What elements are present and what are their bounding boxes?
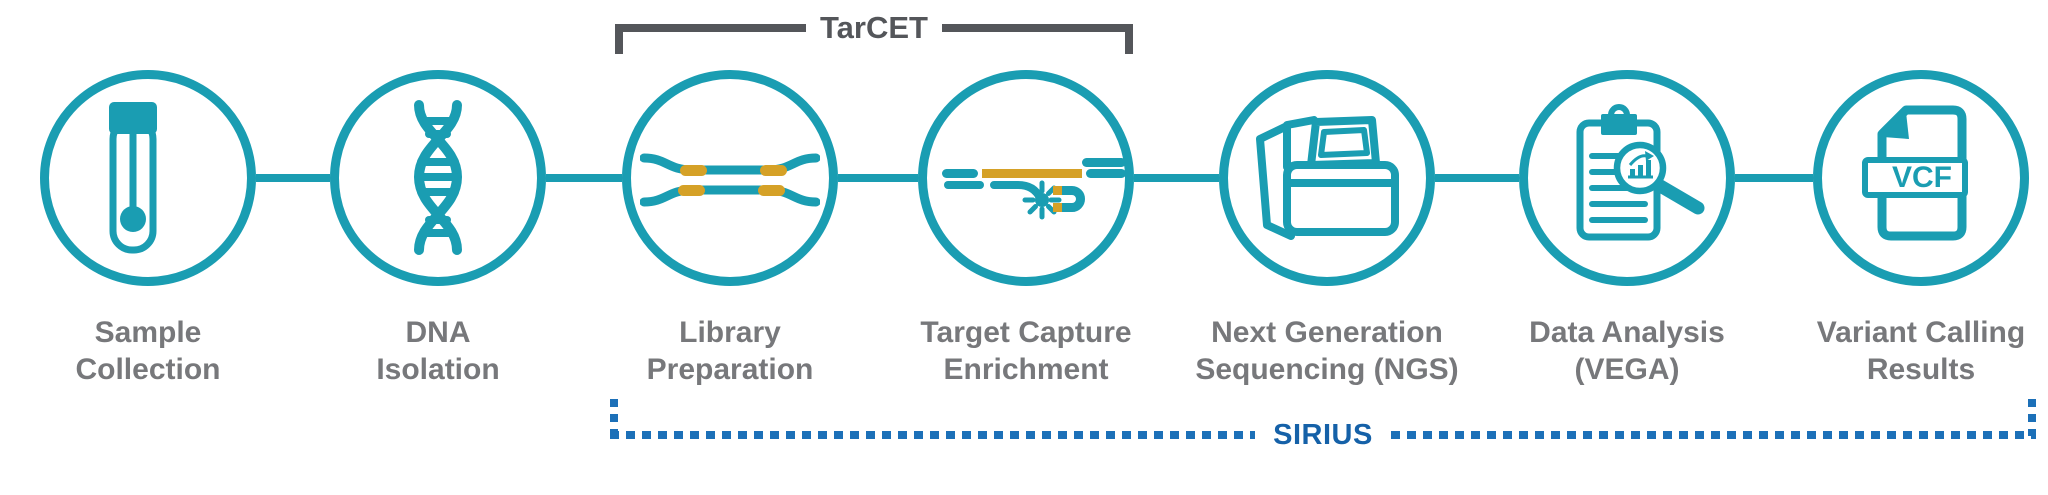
- sirius-dotted-segment: [1390, 431, 2036, 439]
- connector-line: [838, 174, 918, 182]
- probe-magnet-capture-icon: [942, 158, 1126, 220]
- clipboard-chart-magnifier-icon: [1576, 104, 1705, 241]
- label-line2: Results: [1866, 353, 1976, 386]
- step-circle-library-preparation: [622, 70, 838, 286]
- sirius-label: SIRIUS: [1273, 418, 1373, 451]
- connector-line: [1134, 174, 1219, 182]
- label-line1: Library: [679, 316, 781, 349]
- file-type-band: [1862, 157, 1968, 198]
- sirius-bracket: SIRIUS: [610, 418, 2036, 451]
- tarcet-bracket-right-tick: [1125, 24, 1133, 54]
- test-tube-swab-icon: [109, 102, 157, 254]
- label-line2: Collection: [75, 353, 221, 386]
- sequencer-machine-icon: [1256, 116, 1399, 240]
- dna-fragments-adapters-icon: [640, 153, 820, 207]
- tarcet-bracket-left-tick: [615, 24, 623, 54]
- sirius-dotted-segment: [610, 431, 1256, 439]
- magnifier-handle: [1650, 177, 1705, 215]
- label-line2: (VEGA): [1574, 353, 1680, 386]
- connector-line: [546, 174, 622, 182]
- label-line1: Data Analysis: [1529, 316, 1725, 349]
- step-label-dna-isolation: DNA Isolation: [278, 314, 598, 388]
- tarcet-bracket-segment: [941, 24, 1134, 32]
- step-label-sample-collection: Sample Collection: [0, 314, 308, 388]
- step-label-target-capture-enrichment: Target Capture Enrichment: [866, 314, 1186, 388]
- growth-chart: [1628, 151, 1654, 179]
- label-line1: Target Capture: [920, 316, 1132, 349]
- step-label-library-preparation: Library Preparation: [570, 314, 890, 388]
- label-line1: Variant Calling: [1816, 316, 2026, 349]
- sirius-right-tick: [2028, 399, 2036, 436]
- sirius-left-tick: [610, 399, 618, 436]
- label-line2: Sequencing (NGS): [1195, 353, 1459, 386]
- tarcet-bracket-bar: TarCET: [615, 8, 1134, 48]
- tarcet-label: TarCET: [820, 10, 928, 45]
- tarcet-bracket: TarCET: [615, 8, 1134, 54]
- step-label-variant-calling-results: Variant Calling Results: [1761, 314, 2048, 388]
- label-line2: Isolation: [376, 353, 500, 386]
- folded-corner: [1883, 112, 1909, 139]
- step-label-data-analysis: Data Analysis (VEGA): [1467, 314, 1787, 388]
- connector-line: [256, 174, 330, 182]
- label-line1: DNA: [405, 316, 471, 349]
- label-line2: Preparation: [646, 353, 814, 386]
- step-label-next-generation-sequencing: Next Generation Sequencing (NGS): [1167, 314, 1487, 388]
- label-line1: Next Generation: [1211, 316, 1443, 349]
- magnet: [1053, 186, 1085, 212]
- label-line1: Sample: [94, 316, 202, 349]
- dna-helix-icon: [413, 100, 463, 255]
- connector-line: [1435, 174, 1519, 182]
- label-line2: Enrichment: [943, 353, 1109, 386]
- vcf-file-icon: VCF: [1862, 105, 1968, 241]
- step-circle-data-analysis: [1519, 70, 1735, 286]
- tarcet-bracket-segment: [615, 24, 807, 32]
- vcf-text: VCF: [1892, 161, 1952, 194]
- connector-line: [1735, 174, 1813, 182]
